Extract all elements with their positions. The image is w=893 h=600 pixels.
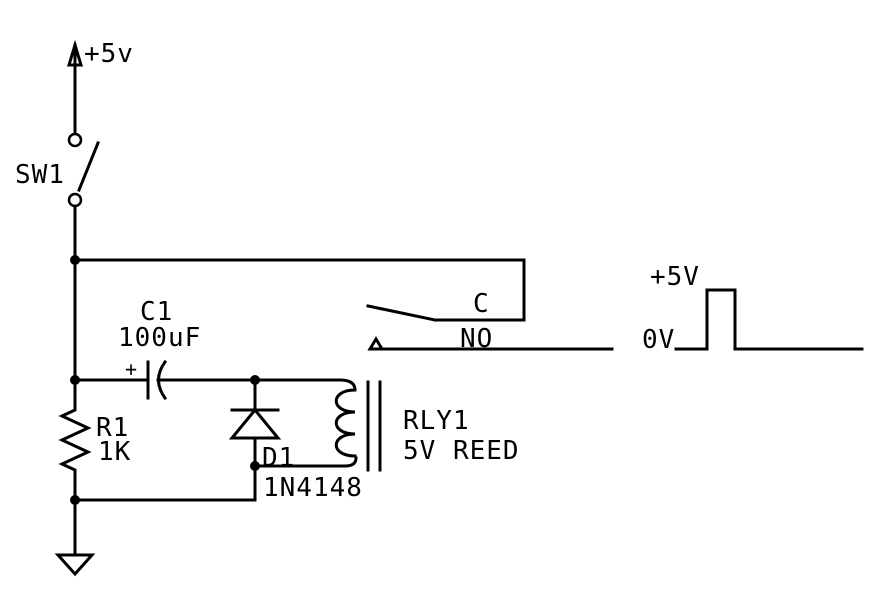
resistor-r1: [58, 398, 92, 502]
cap-polarity-mark: +: [125, 357, 137, 381]
pulse-low-label: 0V: [642, 325, 675, 355]
switch-ref-label: SW1: [15, 160, 65, 190]
relay-no-label: NO: [460, 324, 493, 354]
common-contact-wire: [73, 258, 526, 322]
pulse-high-label: +5V: [650, 262, 700, 292]
no-contact-terminal: [367, 336, 385, 351]
coil-top-wire: [253, 378, 357, 392]
relay-common-label: C: [473, 289, 490, 319]
diode-ref-label: D1: [262, 443, 295, 473]
cap-value-label: 100uF: [118, 323, 201, 353]
relay-coil: [334, 380, 382, 472]
relay-ref-label: RLY1: [403, 406, 470, 436]
supply-label: +5v: [84, 39, 134, 69]
coil-bottom-wire: [253, 456, 358, 468]
ground-icon: [54, 498, 96, 577]
resistor-value-label: 1K: [98, 437, 131, 467]
reed-contact-blade: [366, 304, 437, 322]
resistor-ref-label: R1: [96, 413, 129, 443]
cap-ref-label: C1: [140, 297, 173, 327]
relay-type-label: 5V REED: [403, 436, 520, 466]
diode-part-label: 1N4148: [263, 473, 363, 503]
switch-sw1: [67, 132, 100, 208]
supply-symbol: [66, 39, 84, 135]
pulse-waveform: [674, 288, 864, 351]
